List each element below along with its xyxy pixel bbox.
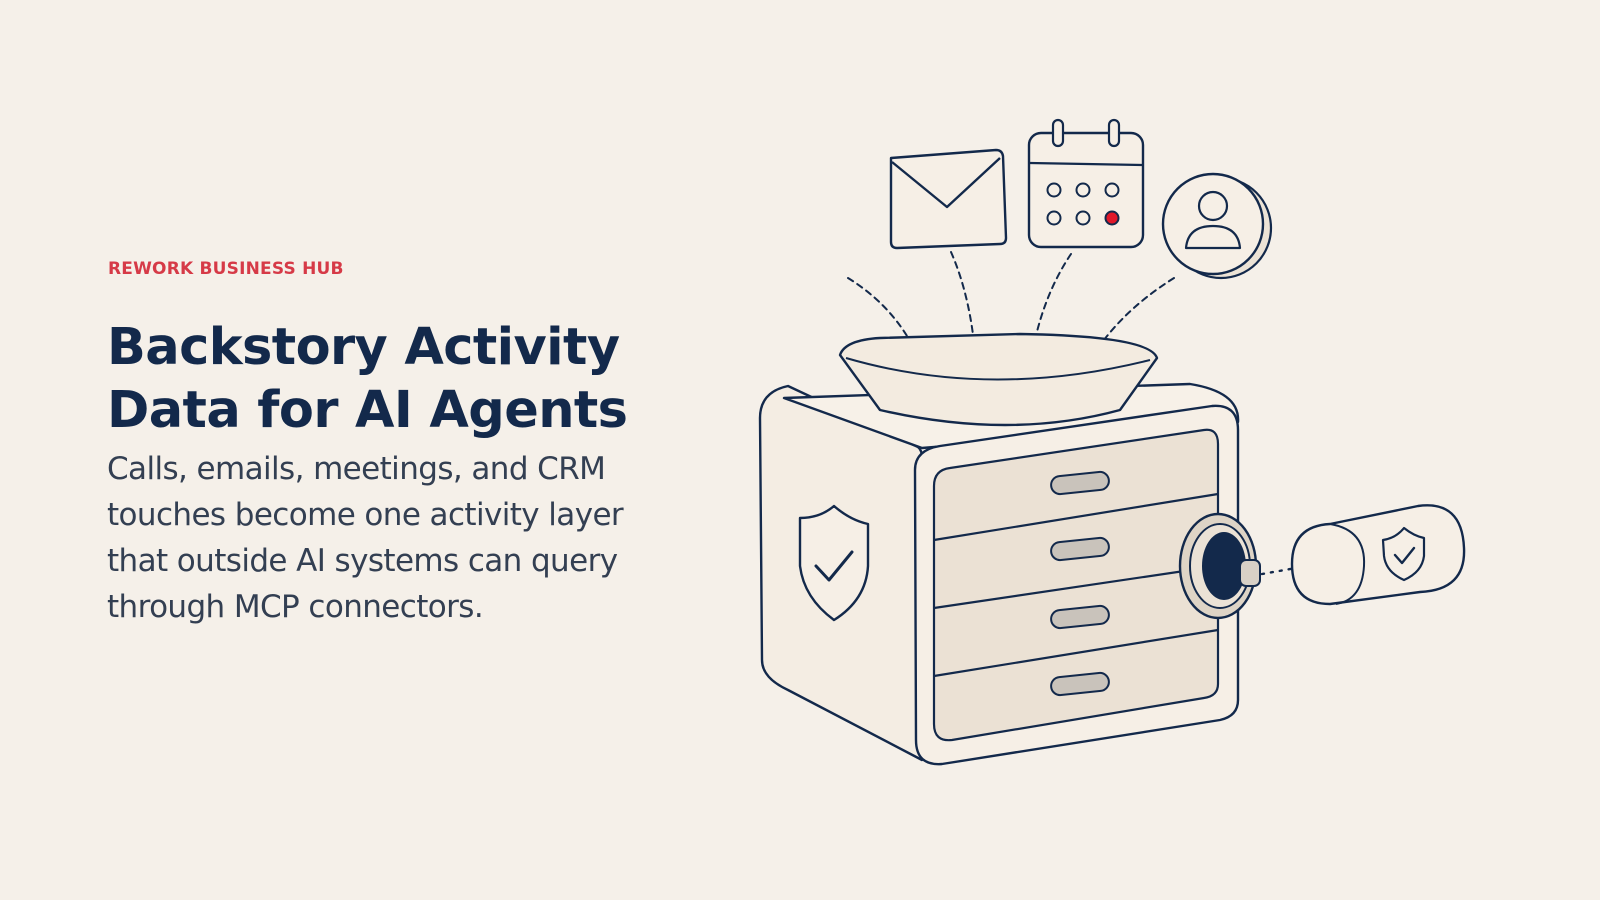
page-title-line-1: Backstory Activity — [107, 318, 620, 377]
description-line-1: Calls, emails, meetings, and CRM — [107, 451, 606, 487]
capsule-shield-icon — [1381, 526, 1426, 582]
description-line-3: that outside AI systems can query — [107, 543, 618, 579]
mcp-connector-capsule — [1290, 504, 1466, 606]
page-title-line-2: Data for AI Agents — [107, 381, 628, 440]
shield-check-icon — [798, 504, 870, 622]
eyebrow-label: REWORK BUSINESS HUB — [108, 259, 344, 279]
contact-icon — [1161, 172, 1273, 280]
connector-plug-icon — [1239, 559, 1332, 587]
description: Calls, emails, meetings, and CRM touches… — [107, 446, 707, 630]
server-cabinet-icon — [758, 382, 1240, 766]
description-line-4: through MCP connectors. — [107, 589, 484, 625]
page-title: Backstory Activity Data for AI Agents — [107, 316, 727, 442]
connector-port-icon — [1178, 512, 1258, 620]
description-line-2: touches become one activity layer — [107, 497, 624, 533]
calendar-icon — [1027, 118, 1145, 249]
intake-tray-icon — [838, 332, 1159, 427]
activity-data-illustration — [758, 118, 1466, 766]
email-icon — [889, 148, 1008, 250]
